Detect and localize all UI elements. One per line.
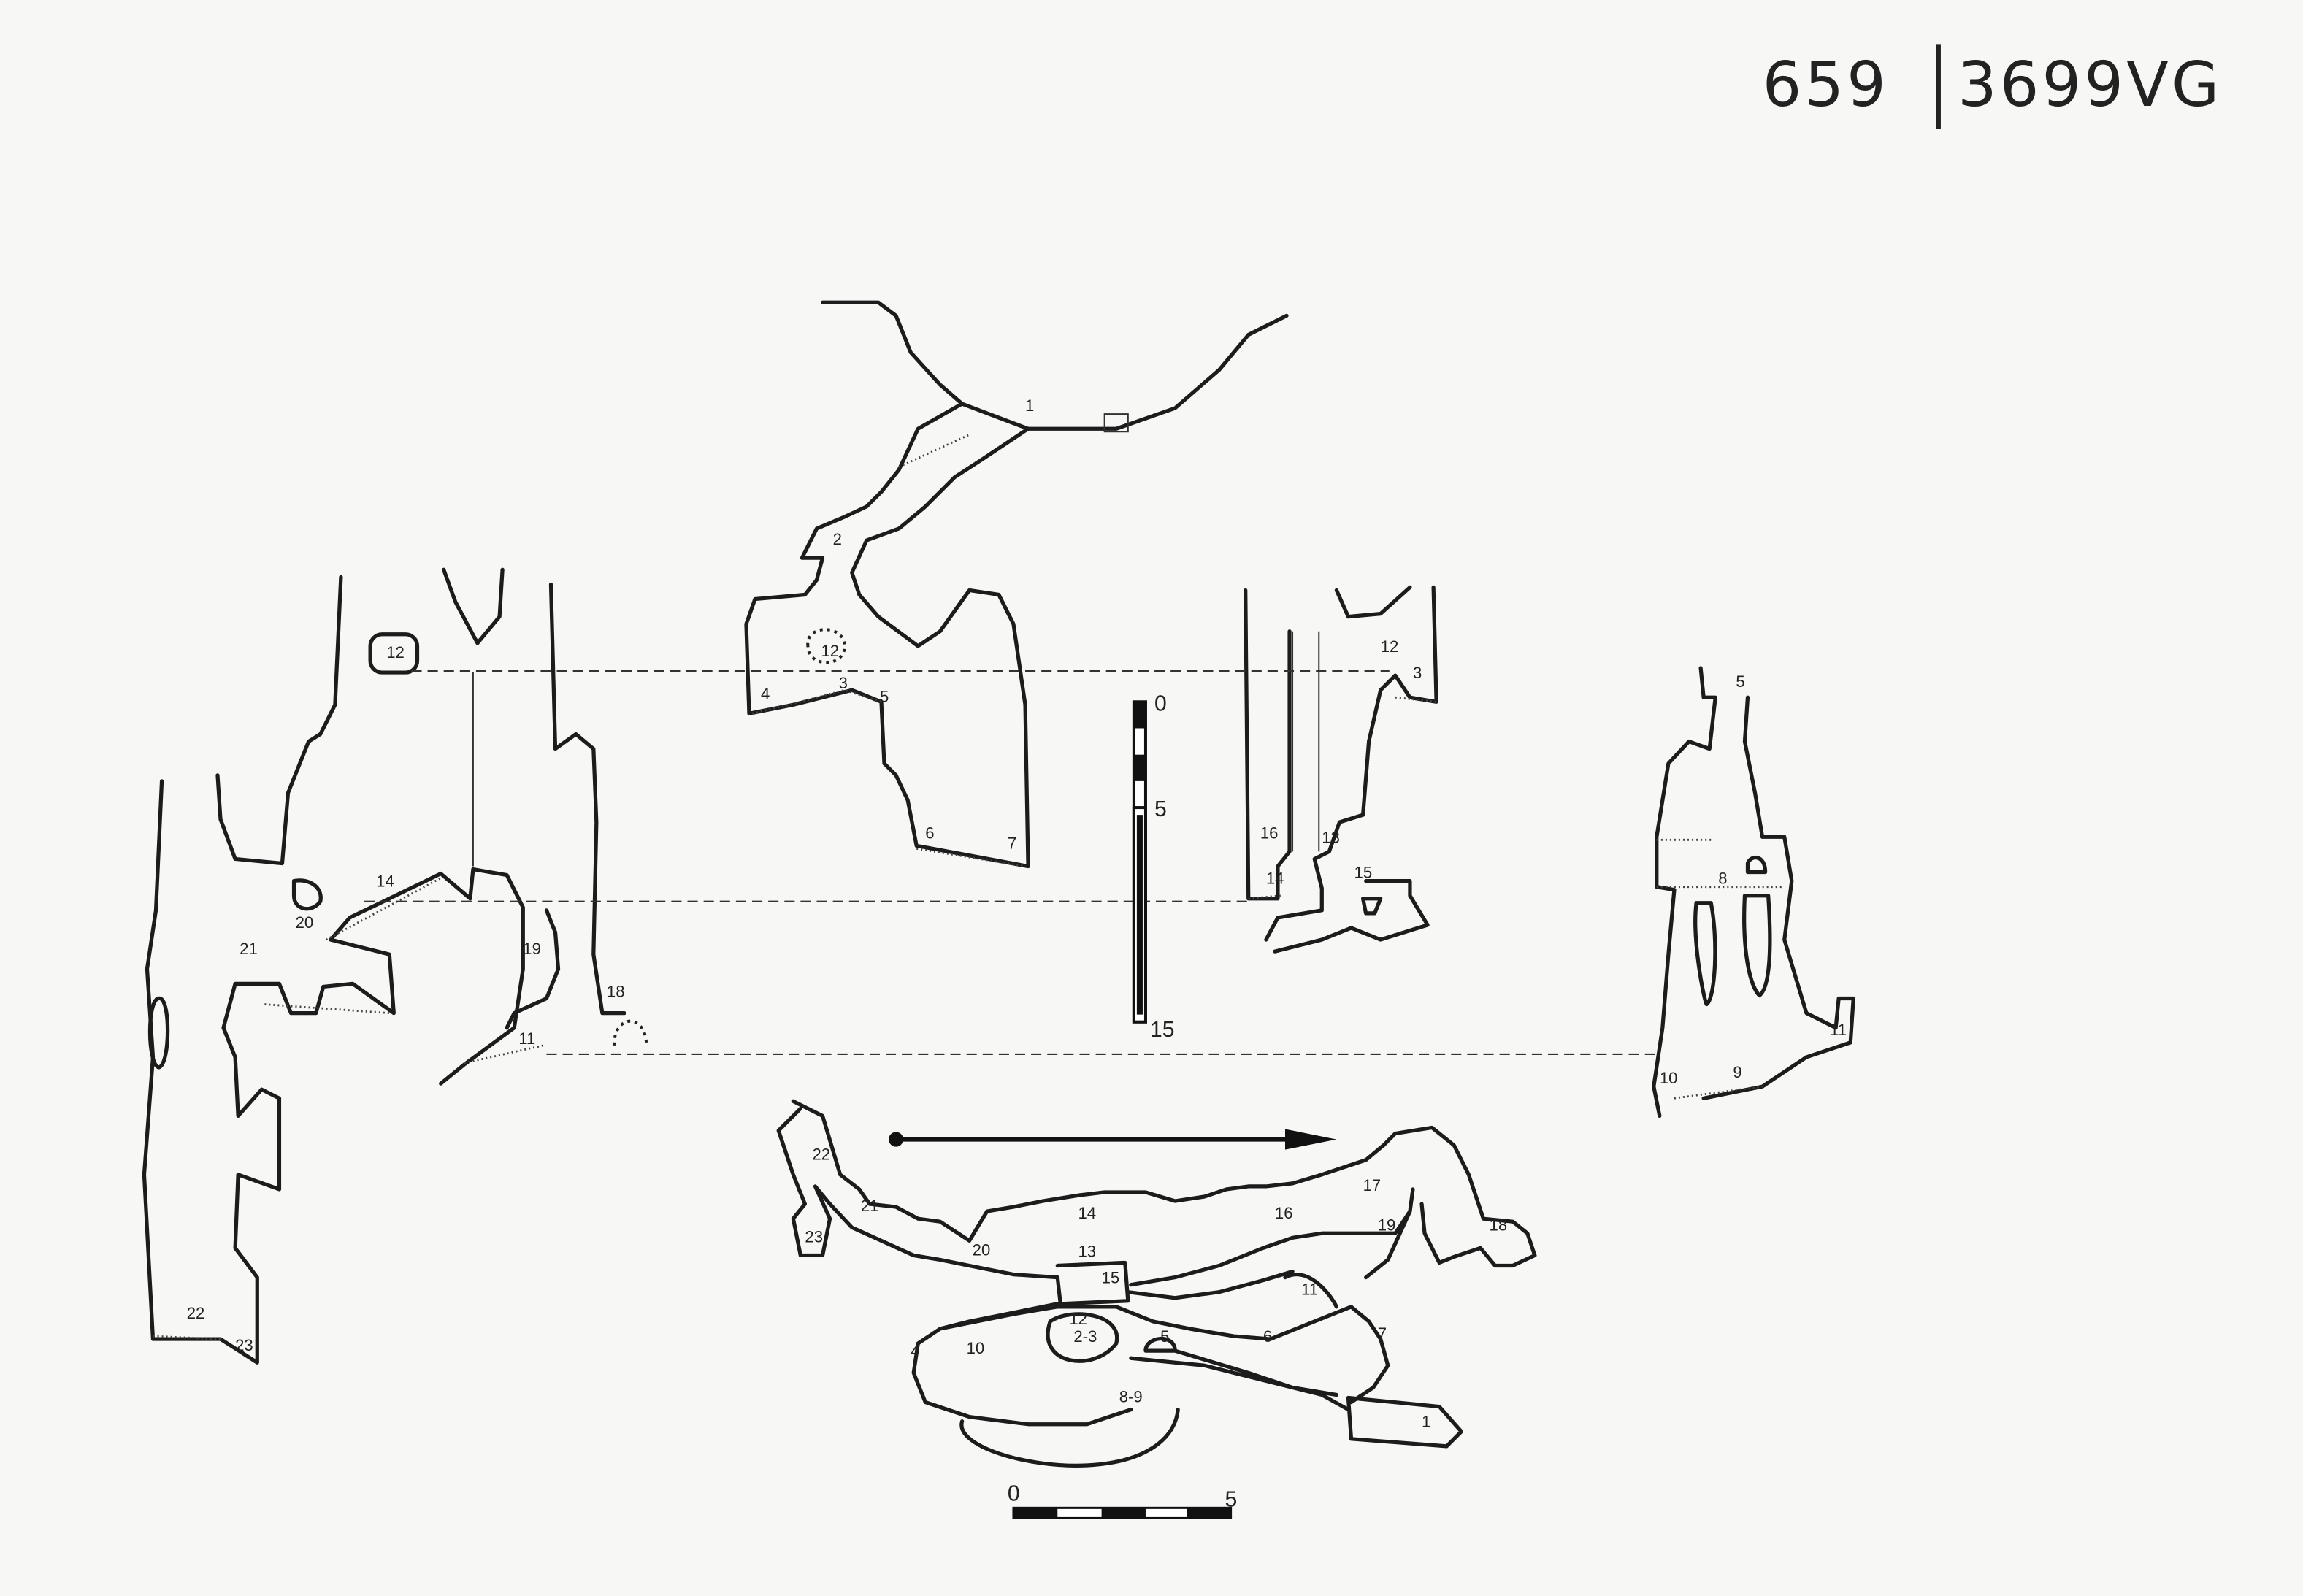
station-label: 19 — [523, 940, 541, 958]
station-label: 0 — [1154, 691, 1167, 715]
station-label: 5 — [1736, 672, 1744, 691]
center-profile-labels: 1 2 12 3 4 5 6 7 — [761, 396, 1034, 852]
station-label: 23 — [805, 1227, 823, 1246]
station-label: 11 — [1301, 1281, 1318, 1299]
station-label: 4 — [761, 684, 770, 702]
station-label: 16 — [1260, 824, 1279, 842]
station-label: 1 — [1025, 396, 1034, 415]
ground-surface — [820, 300, 1289, 431]
station-label: 3 — [1413, 664, 1422, 682]
horizontal-scale-bar: 0 5 — [1008, 1481, 1238, 1519]
station-label: 2 — [833, 530, 842, 548]
drawing-mark — [1133, 754, 1146, 781]
right-profile-a-labels: 12 3 16 13 14 15 — [1260, 637, 1422, 888]
drawing-mark — [889, 1132, 904, 1147]
cave-wall — [1244, 585, 1438, 954]
station-label: 20 — [296, 913, 314, 932]
floor-line — [153, 877, 544, 1340]
station-label: 21 — [240, 940, 258, 958]
plan-view — [776, 1099, 1537, 1468]
station-label: 11 — [1830, 1021, 1847, 1039]
station-label: 14 — [376, 872, 394, 891]
station-label: 1 — [1422, 1413, 1430, 1431]
rock — [1360, 897, 1383, 916]
station-label: 13 — [1078, 1242, 1096, 1260]
station-label: 12 — [1381, 637, 1399, 656]
cave-wall — [744, 402, 1030, 869]
arrowhead — [1285, 1129, 1337, 1150]
right-profile-a — [1244, 585, 1438, 954]
station-label: 0 — [1008, 1481, 1020, 1505]
plan-labels: 22 21 23 20 14 16 17 19 18 13 15 11 12 2… — [805, 1146, 1507, 1431]
station-label: 10 — [967, 1339, 985, 1357]
station-label: 12 — [386, 643, 405, 661]
station-label: 18 — [1490, 1216, 1508, 1234]
station-label: 2-3 — [1073, 1327, 1097, 1346]
station-label: 6 — [925, 824, 934, 842]
floor-line — [751, 433, 1026, 867]
cave-wall — [776, 1099, 1537, 1280]
station-label: 5 — [1154, 797, 1167, 821]
station-label: 18 — [607, 982, 625, 1000]
station-label: 10 — [1660, 1069, 1678, 1087]
station-label: 17 — [1363, 1176, 1382, 1194]
station-label: 7 — [1378, 1324, 1387, 1343]
code-left: 659 — [1763, 49, 1889, 120]
right-profile-b — [1652, 666, 1855, 1119]
passage-outline — [612, 1019, 648, 1046]
passage-outline — [806, 628, 846, 664]
level-lines — [364, 670, 1657, 1056]
station-box — [368, 632, 420, 675]
station-label: 22 — [812, 1146, 830, 1164]
rock-pillar — [147, 878, 323, 1070]
station-label: 5 — [880, 687, 889, 705]
station-label: 7 — [1008, 834, 1016, 852]
vertical-scale-bar: 0 5 15 — [1132, 691, 1175, 1042]
left-profile-labels: 12 14 20 21 19 18 11 22 23 — [187, 643, 625, 1354]
right-profile-b-labels: 5 8 11 10 9 — [1660, 672, 1847, 1087]
code-right: 3699VG — [1958, 49, 2222, 120]
wall-block — [1103, 413, 1129, 433]
cave-wall — [142, 575, 525, 1365]
station-label: 15 — [1102, 1269, 1120, 1287]
drawing-mark — [1187, 1508, 1231, 1519]
station-label: 20 — [973, 1240, 991, 1259]
cave-wall — [442, 567, 626, 1030]
station-label: 14 — [1266, 870, 1284, 888]
station-label: 22 — [187, 1304, 205, 1322]
station-label: 12 — [1069, 1310, 1087, 1328]
station-label: 9 — [1733, 1063, 1741, 1081]
station-label: 3 — [839, 674, 848, 692]
station-label: 8-9 — [1119, 1388, 1143, 1406]
station-label: 21 — [861, 1197, 879, 1215]
station-label: 6 — [1263, 1327, 1272, 1346]
station-label: 15 — [1354, 864, 1373, 882]
station-label: 13 — [1322, 828, 1340, 846]
floor-line — [1656, 838, 1785, 1100]
floor-line — [1248, 696, 1437, 900]
station-label: 12 — [821, 642, 840, 660]
station-label: 16 — [1275, 1204, 1293, 1222]
station-label: 5 — [1225, 1487, 1238, 1511]
station-label: 15 — [1150, 1018, 1175, 1042]
drawing-mark — [1133, 702, 1146, 729]
station-label: 8 — [1718, 870, 1727, 888]
center-profile-section — [744, 300, 1289, 869]
station-label: 5 — [1160, 1327, 1169, 1346]
station-label: 11 — [518, 1029, 535, 1048]
passage-outline — [911, 1187, 1463, 1468]
station-label: 23 — [235, 1336, 253, 1354]
station-label: 19 — [1378, 1216, 1396, 1234]
left-profile-section — [142, 567, 648, 1365]
drawing-mark — [1013, 1508, 1058, 1519]
cave-wall — [1652, 666, 1855, 1119]
drawing-mark — [1136, 815, 1143, 1015]
drawing-mark — [1101, 1508, 1146, 1519]
station-label: 14 — [1078, 1204, 1096, 1222]
station-label: 4 — [911, 1342, 919, 1360]
sheet-code: 659 3699VG — [1763, 44, 2222, 129]
